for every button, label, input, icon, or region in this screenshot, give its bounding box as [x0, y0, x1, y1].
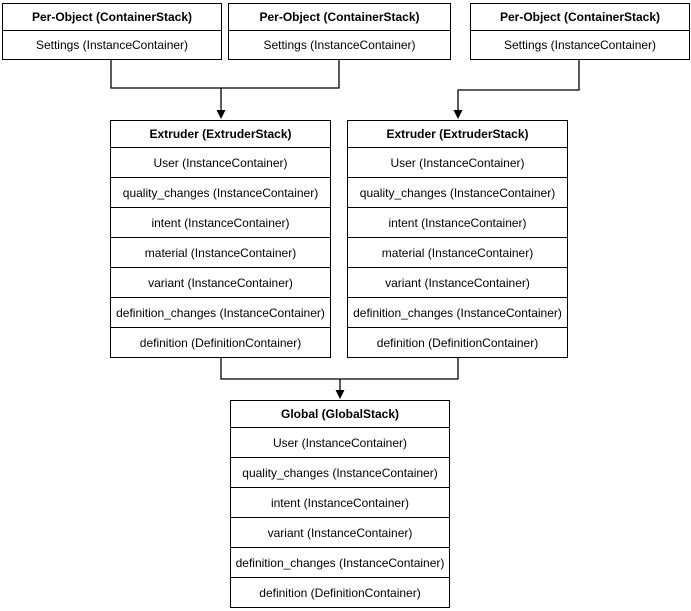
- extruder-stack-2: Extruder (ExtruderStack) User (InstanceC…: [347, 120, 568, 358]
- stack-row: definition (DefinitionContainer): [231, 577, 449, 607]
- arrow-down-icon: [216, 110, 226, 119]
- stack-row: quality_changes (InstanceContainer): [111, 177, 330, 207]
- stack-row: quality_changes (InstanceContainer): [348, 177, 567, 207]
- stack-title: Extruder (ExtruderStack): [386, 127, 529, 141]
- stack-title: Per-Object (ContainerStack): [499, 10, 661, 24]
- stack-row: intent (InstanceContainer): [348, 207, 567, 237]
- per-object-stack-2: Per-Object (ContainerStack) Settings (In…: [228, 3, 451, 60]
- arrow-down-icon: [453, 110, 463, 119]
- connector-extruders-to-global: [220, 356, 459, 380]
- arrow-down-icon: [335, 390, 345, 399]
- stack-title: Extruder (ExtruderStack): [149, 127, 292, 141]
- stack-row: User (InstanceContainer): [231, 427, 449, 457]
- stack-row: material (InstanceContainer): [348, 237, 567, 267]
- stack-row: definition (DefinitionContainer): [111, 327, 330, 357]
- stack-row: quality_changes (InstanceContainer): [231, 457, 449, 487]
- stack-row: variant (InstanceContainer): [348, 267, 567, 297]
- stack-row: definition_changes (InstanceContainer): [111, 297, 330, 327]
- stack-row: intent (InstanceContainer): [111, 207, 330, 237]
- stack-row: definition_changes (InstanceContainer): [231, 547, 449, 577]
- connector-perobject12-to-extruder1: [110, 58, 340, 89]
- stack-row: definition (DefinitionContainer): [348, 327, 567, 357]
- stack-row: variant (InstanceContainer): [111, 267, 330, 297]
- extruder-stack-1: Extruder (ExtruderStack) User (InstanceC…: [110, 120, 331, 358]
- stack-row: User (InstanceContainer): [348, 147, 567, 177]
- stack-row: User (InstanceContainer): [111, 147, 330, 177]
- stack-row: Settings (InstanceContainer): [471, 30, 689, 59]
- stack-title: Per-Object (ContainerStack): [259, 10, 420, 24]
- per-object-stack-3: Per-Object (ContainerStack) Settings (In…: [470, 3, 690, 60]
- stack-row: material (InstanceContainer): [111, 237, 330, 267]
- stack-row: Settings (InstanceContainer): [3, 30, 221, 59]
- stack-row: intent (InstanceContainer): [231, 487, 449, 517]
- per-object-stack-1: Per-Object (ContainerStack) Settings (In…: [2, 3, 222, 60]
- stack-row: variant (InstanceContainer): [231, 517, 449, 547]
- connector-perobject3-to-extruder2: [457, 58, 580, 110]
- stack-title: Global (GlobalStack): [280, 407, 400, 421]
- stack-row: Settings (InstanceContainer): [229, 30, 450, 59]
- stack-title: Per-Object (ContainerStack): [31, 10, 193, 24]
- stack-row: definition_changes (InstanceContainer): [348, 297, 567, 327]
- global-stack: Global (GlobalStack) User (InstanceConta…: [230, 400, 450, 608]
